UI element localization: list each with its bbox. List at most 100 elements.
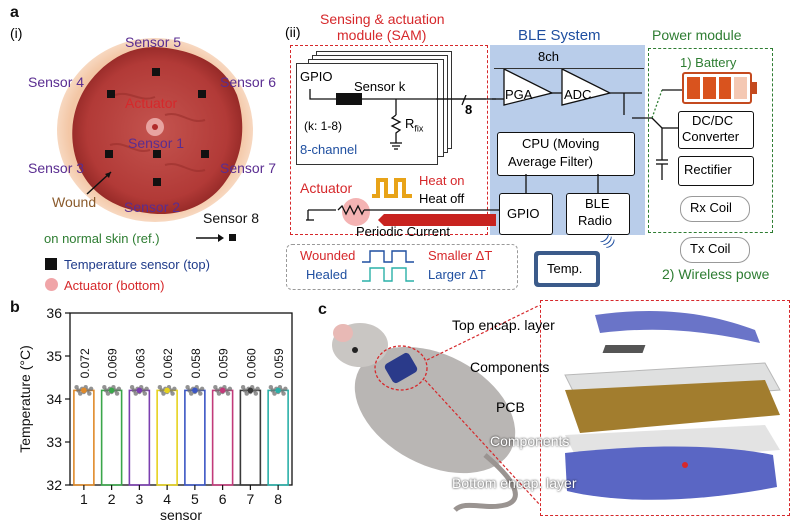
data-point [76,388,81,393]
channel-card [296,63,438,165]
sam-module-box [290,45,488,235]
gpio-label: GPIO [300,69,333,84]
sensor-square-5 [152,68,160,76]
mouse-with-device-image [332,305,540,513]
data-point [225,391,231,396]
data-point [189,391,194,396]
panel-a-label: a [10,4,19,21]
sensor-square-8 [229,234,236,241]
y-axis-label: Temperature (°C) [17,345,33,453]
sensor-square-1 [153,150,161,158]
data-point [185,385,190,390]
legend-actuator-circle [45,278,58,291]
x-axis-label: sensor [160,507,202,523]
legend-sensor-square [45,258,57,270]
bar-sensor-5 [184,389,206,486]
data-point [88,386,94,391]
r-fix-label: Rfix [405,116,424,134]
tx-coil-label: Tx Coil [690,241,731,256]
actuator-label: Actuator [125,95,178,111]
sensor-k-label: Sensor k [354,79,406,94]
data-point [133,391,138,396]
ble-system-title: BLE System [518,27,601,44]
data-point [129,385,135,390]
rx-coil-label: Rx Coil [690,200,732,215]
ble-radio-line2: Radio [578,213,612,228]
mean-point [219,387,226,394]
temperature-bar-chart: 32333435360.07210.06920.06330.06240.0585… [17,305,293,523]
data-point [74,385,79,390]
bar-sensor-3 [128,389,151,486]
bar-sensor-8 [267,389,289,486]
mean-point [192,387,198,394]
normal-skin-label: on normal skin (ref.) [44,231,160,246]
eight-ch-label: 8ch [538,49,559,64]
data-point [283,386,288,391]
healed-label: Healed [306,267,348,282]
data-point [144,386,149,391]
data-point [216,391,222,396]
power-module-box [648,48,773,233]
data-point [78,391,83,396]
data-point [87,391,92,396]
data-point [240,385,246,390]
data-point [114,391,120,396]
data-point [255,386,260,391]
panel-a-i-label: (i) [10,25,23,41]
wound-pointer [86,171,112,195]
adc-label: ADC [564,87,592,102]
y-tick-label: 36 [46,305,62,321]
mean-point [247,387,254,394]
data-point [102,385,107,390]
wound-state-box [286,244,518,290]
x-tick-label: 5 [191,491,199,507]
panel-c-label: c [318,301,327,318]
layer-pcb: PCB [496,399,525,415]
sensor-6-label: Sensor 6 [220,74,277,90]
eight-channel-label: 8-channel [300,142,358,157]
dcdc-box [678,111,754,149]
battery-label: 1) Battery [680,55,737,70]
pga-label: PGA [505,87,533,102]
x-tick-label: 8 [274,491,282,507]
dcdc-line2: Converter [682,129,740,144]
x-tick-label: 4 [163,491,171,507]
layer-components-bottom: Components [490,433,570,449]
layer-top-encap: Top encap. layer [452,317,555,333]
sensor-square-7 [201,150,209,158]
data-point [198,391,203,396]
data-point [227,386,233,391]
data-point [159,388,164,393]
bar-sensor-7 [239,389,262,486]
bar-sensor-1 [73,389,95,486]
data-point [170,391,175,396]
bar-annotation: 0.063 [133,348,147,378]
rectifier-box [678,156,754,186]
sensor-1-label: Sensor 1 [128,135,185,151]
k-range-label: (k: 1-8) [304,119,343,133]
x-tick-label: 6 [219,491,227,507]
bar-annotation: 0.062 [161,348,175,378]
data-point [214,388,220,393]
layer-bottom-encap: Bottom encap. layer [452,475,577,491]
data-point [161,391,166,396]
cpu-line2: Average Filter) [508,154,594,169]
bar-annotation: 0.058 [189,348,203,378]
bar-annotation: 0.059 [272,348,286,378]
y-tick-label: 33 [46,434,62,450]
cpu-line1: CPU (Moving [522,136,600,151]
bar-annotation: 0.072 [78,348,92,378]
sensor-3-label: Sensor 3 [28,160,85,176]
data-point [244,391,249,396]
actuator-drive-label: Actuator [300,180,353,196]
sensor-square-2 [153,178,161,186]
y-tick-label: 34 [46,391,62,407]
data-point [268,385,274,390]
bar-sensor-4 [156,389,178,486]
layer-components-top: Components [470,359,550,375]
data-point [105,391,111,396]
gpio2-box [499,193,553,235]
pga-adc-chain [492,67,642,115]
exploded-device-layers [564,310,781,500]
data-point [199,386,205,391]
